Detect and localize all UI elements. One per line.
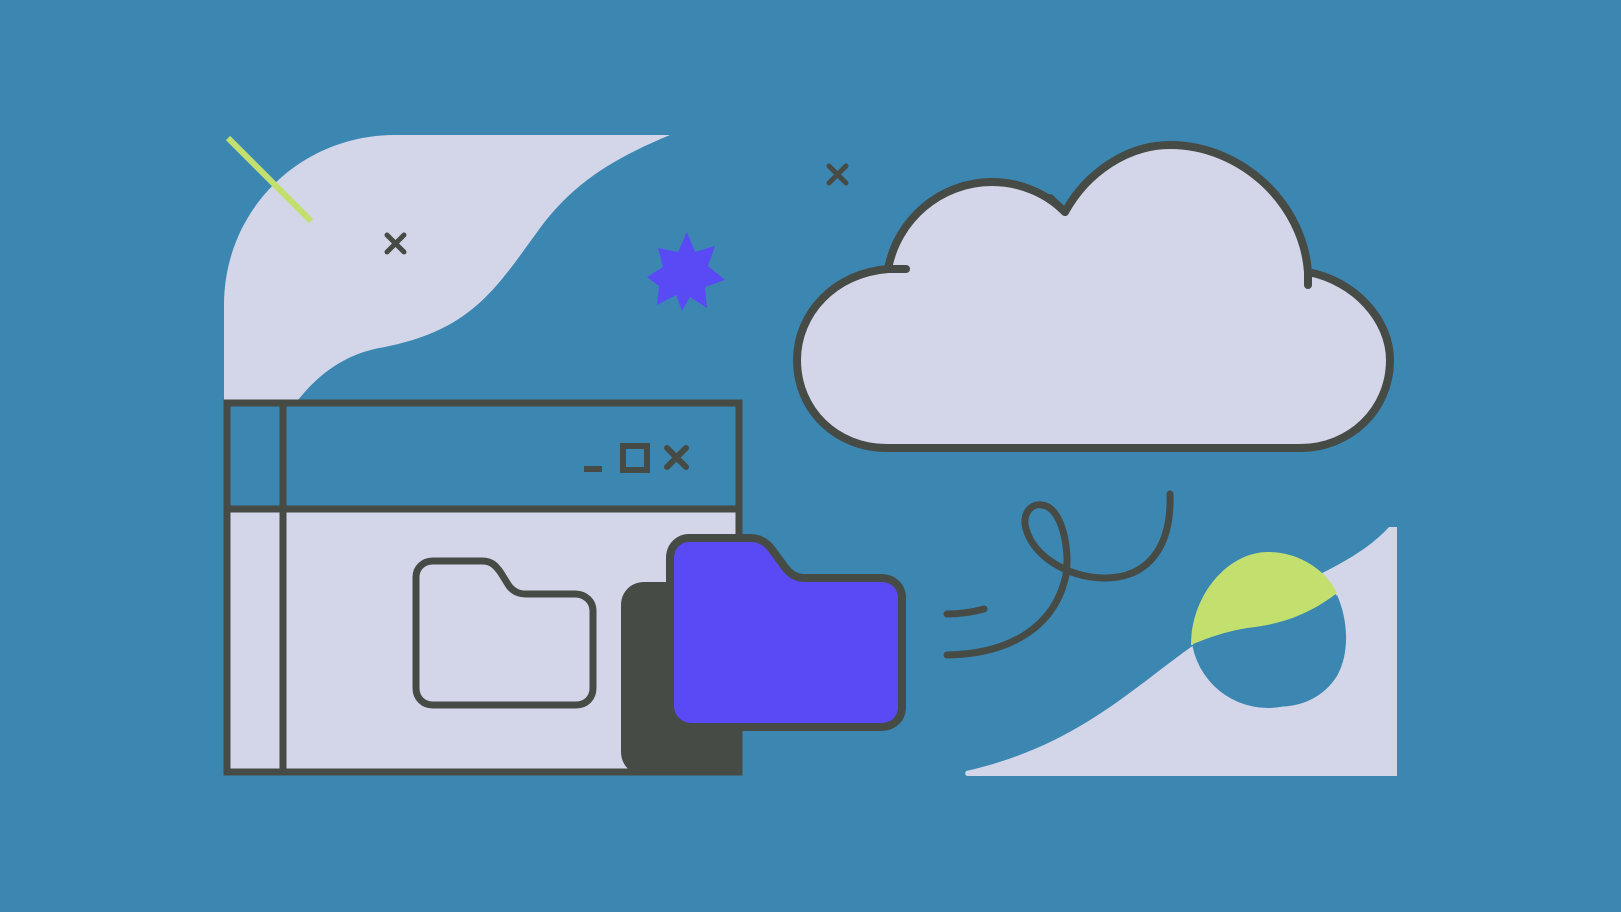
leaf-blob-icon — [224, 135, 670, 400]
accent-stroke-icon — [225, 135, 314, 224]
folder-outline-icon — [412, 557, 597, 709]
cross-sparkle-icon — [384, 232, 407, 255]
folder-filled-icon — [666, 534, 906, 731]
sun-icon — [1191, 552, 1347, 708]
cloud-icon — [793, 141, 1394, 452]
cross-sparkle-icon — [826, 163, 849, 186]
hill-landscape-icon — [965, 527, 1397, 776]
cloud-seam — [1046, 194, 1069, 216]
minimize-icon — [584, 466, 602, 472]
maximize-icon — [620, 443, 650, 473]
close-icon — [664, 445, 689, 470]
star-icon — [647, 232, 725, 311]
swirl-line-icon — [943, 605, 988, 618]
swirl-line-icon — [943, 490, 1174, 659]
